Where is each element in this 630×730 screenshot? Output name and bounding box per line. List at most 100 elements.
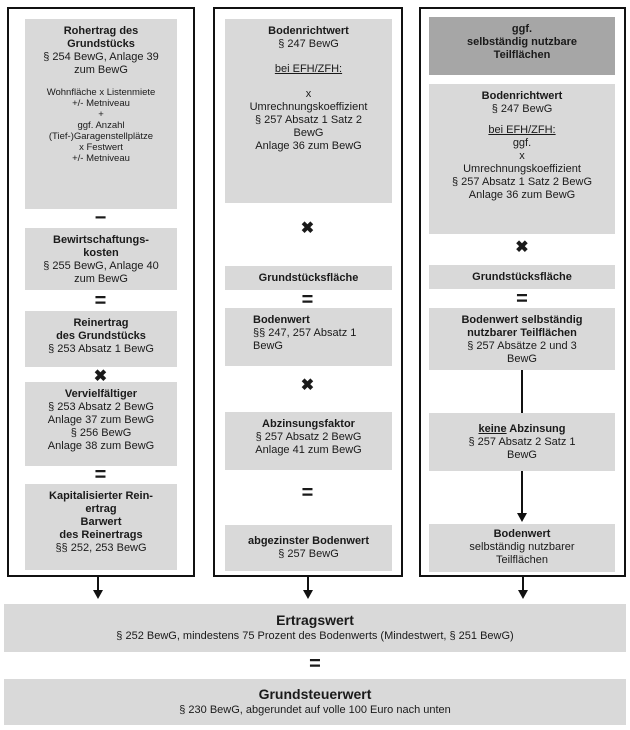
- bodenwert-tf-ref-2: BewG: [507, 353, 537, 365]
- bodenwert-final-title: Bodenwert: [493, 528, 551, 540]
- box-vervielfaeltiger: Vervielfältiger § 253 Absatz 2 BewG Anla…: [25, 382, 177, 466]
- rohertrag-formula-2: +/- Metniveau: [72, 98, 130, 109]
- bodenwert-ref-1: §§ 247, 257 Absatz 1: [253, 327, 357, 339]
- arrow-col1-line: [97, 577, 99, 590]
- kapitalisiert-title-3: Barwert: [80, 516, 122, 528]
- bodenrichtwert-efh-label: bei EFH/ZFH:: [274, 63, 343, 75]
- keine-label: keine: [478, 423, 507, 435]
- rohertrag-formula-5: (Tief-)Garagenstellplätze: [48, 131, 154, 142]
- equals-operator: =: [301, 482, 314, 504]
- vervielfaeltiger-ref-4: Anlage 38 zum BewG: [47, 440, 155, 452]
- rohertrag-formula-7: +/- Metniveau: [72, 153, 130, 164]
- box-teilflaechen-header: ggf. selbständig nutzbare Teilflächen: [429, 17, 615, 75]
- rohertrag-ref-2: zum BewG: [74, 64, 128, 76]
- arrow-col1-head: [93, 590, 103, 599]
- bodenrichtwert-title: Bodenrichtwert: [268, 25, 349, 37]
- header-title-1: ggf.: [511, 23, 533, 35]
- box-ertragswert: Ertragswert § 252 BewG, mindestens 75 Pr…: [4, 604, 626, 652]
- grundstuecksflaeche-title: Grundstücksfläche: [472, 271, 572, 283]
- bodenrichtwert-coef-ref-1: § 257 Absatz 1 Satz 2 BewG: [451, 176, 593, 188]
- vervielfaeltiger-ref-2: Anlage 37 zum BewG: [47, 414, 155, 426]
- bodenwert-tf-ref-1: § 257 Absätze 2 und 3: [467, 340, 577, 352]
- header-title-3: Teilflächen: [493, 49, 551, 61]
- equals-operator: =: [94, 290, 107, 312]
- box-bodenwert-teilflaechen: Bodenwert selbständig nutzbarer Teilfläc…: [429, 308, 615, 370]
- vervielfaeltiger-ref-1: § 253 Absatz 2 BewG: [48, 401, 154, 413]
- minus-operator: −: [94, 207, 107, 229]
- reinertrag-title-2: des Grundstücks: [56, 330, 146, 342]
- rohertrag-formula-4: ggf. Anzahl: [77, 120, 125, 131]
- box-kapitalisierter-reinertrag: Kapitalisierter Rein- ertrag Barwert des…: [25, 484, 177, 570]
- arrow-col2-line: [307, 577, 309, 590]
- vervielfaeltiger-title: Vervielfältiger: [64, 388, 138, 400]
- kapitalisiert-title-2: ertrag: [85, 503, 117, 515]
- grundsteuerwert-text: § 230 BewG, abgerundet auf volle 100 Eur…: [179, 704, 451, 716]
- bodenwert-tf-title-2: nutzbarer Teilflächen: [467, 327, 577, 339]
- box-bodenwert: Bodenwert §§ 247, 257 Absatz 1 BewG: [225, 308, 392, 366]
- arrow-col2-head: [303, 590, 313, 599]
- bewirtschaftung-ref-2: zum BewG: [74, 273, 128, 285]
- bodenrichtwert-ref: § 247 BewG: [278, 38, 339, 50]
- bodenwert-ref-2: BewG: [253, 340, 283, 352]
- bodenrichtwert-ref: § 247 BewG: [491, 103, 553, 115]
- column-ertrag: Rohertrag des Grundstücks § 254 BewG, An…: [7, 7, 195, 577]
- rohertrag-ref-1: § 254 BewG, Anlage 39: [43, 51, 159, 63]
- reinertrag-ref: § 253 Absatz 1 BewG: [48, 343, 154, 355]
- bodenrichtwert-x: x: [519, 150, 525, 162]
- box-rohertrag: Rohertrag des Grundstücks § 254 BewG, An…: [25, 19, 177, 209]
- equals-operator: =: [94, 464, 107, 486]
- bodenrichtwert-efh-label: bei EFH/ZFH:: [488, 124, 556, 136]
- abzinsungsfaktor-ref-2: Anlage 41 zum BewG: [255, 444, 362, 456]
- bewirtschaftung-title-2: kosten: [83, 247, 119, 259]
- rohertrag-title-1: Rohertrag des: [63, 25, 139, 37]
- box-keine-abzinsung: keine Abzinsung § 257 Absatz 2 Satz 1 Be…: [429, 413, 615, 471]
- bewirtschaftung-title-1: Bewirtschaftungs-: [53, 234, 149, 246]
- rohertrag-title-2: Grundstücks: [67, 38, 135, 50]
- box-reinertrag: Reinertrag des Grundstücks § 253 Absatz …: [25, 311, 177, 367]
- box-bodenwert-final: Bodenwert selbständig nutzbarer Teilfläc…: [429, 524, 615, 572]
- header-title-2: selbständig nutzbare: [466, 36, 578, 48]
- connector-line: [521, 471, 523, 516]
- abgezinster-ref: § 257 BewG: [278, 548, 339, 560]
- times-operator: ✖: [300, 220, 315, 237]
- kapitalisiert-title-4: des Reinertrags: [59, 529, 143, 541]
- rohertrag-formula-6: x Festwert: [79, 142, 123, 153]
- bodenrichtwert-x: x: [305, 88, 312, 100]
- arrow-col3-line: [522, 577, 524, 590]
- abgezinster-title: abgezinster Bodenwert: [247, 535, 370, 547]
- bodenrichtwert-coef: Umrechnungskoeffizient: [463, 163, 581, 175]
- ertragswert-title: Ertragswert: [276, 612, 354, 628]
- bodenrichtwert-ggf: ggf.: [512, 137, 532, 149]
- rohertrag-formula-1: Wohnfläche x Listenmiete: [46, 87, 156, 98]
- column-bodenwert: Bodenrichtwert § 247 BewG bei EFH/ZFH: x…: [213, 7, 403, 577]
- equals-operator: =: [301, 289, 314, 311]
- bodenrichtwert-coef-ref-2: BewG: [293, 127, 324, 139]
- arrow-col3-head: [518, 590, 528, 599]
- kapitalisiert-title-1: Kapitalisierter Rein-: [49, 490, 153, 502]
- times-operator: ✖: [300, 377, 315, 394]
- bodenrichtwert-coef-ref-3: Anlage 36 zum BewG: [255, 140, 362, 152]
- bodenwert-tf-title-1: Bodenwert selbständig: [461, 314, 583, 326]
- equals-operator: =: [309, 653, 321, 675]
- bodenwert-title: Bodenwert: [253, 314, 310, 326]
- vervielfaeltiger-ref-3: § 256 BewG: [70, 427, 132, 439]
- bodenwert-final-line-1: selbständig nutzbarer: [469, 541, 575, 553]
- connector-line: [521, 370, 523, 413]
- times-operator: ✖: [93, 368, 108, 385]
- grundstuecksflaeche-title: Grundstücksfläche: [258, 272, 359, 284]
- reinertrag-title-1: Reinertrag: [73, 317, 129, 329]
- keine-abzinsung-ref-2: BewG: [507, 449, 537, 461]
- ertragswert-text: § 252 BewG, mindestens 75 Prozent des Bo…: [116, 630, 514, 642]
- equals-operator: =: [516, 288, 528, 310]
- abzinsungsfaktor-ref-1: § 257 Absatz 2 BewG: [255, 431, 362, 443]
- box-abgezinster-bodenwert: abgezinster Bodenwert § 257 BewG: [225, 525, 392, 571]
- rohertrag-formula-3: +: [98, 109, 104, 120]
- bodenrichtwert-title: Bodenrichtwert: [481, 90, 563, 102]
- abzinsungsfaktor-title: Abzinsungsfaktor: [262, 418, 355, 430]
- kapitalisiert-ref: §§ 252, 253 BewG: [55, 542, 147, 554]
- arrow-head: [517, 513, 527, 522]
- times-operator: ✖: [515, 239, 529, 256]
- keine-abzinsung-ref-1: § 257 Absatz 2 Satz 1: [468, 436, 576, 448]
- box-grundsteuerwert: Grundsteuerwert § 230 BewG, abgerundet a…: [4, 679, 626, 725]
- box-bodenrichtwert: Bodenrichtwert § 247 BewG bei EFH/ZFH: x…: [225, 19, 392, 203]
